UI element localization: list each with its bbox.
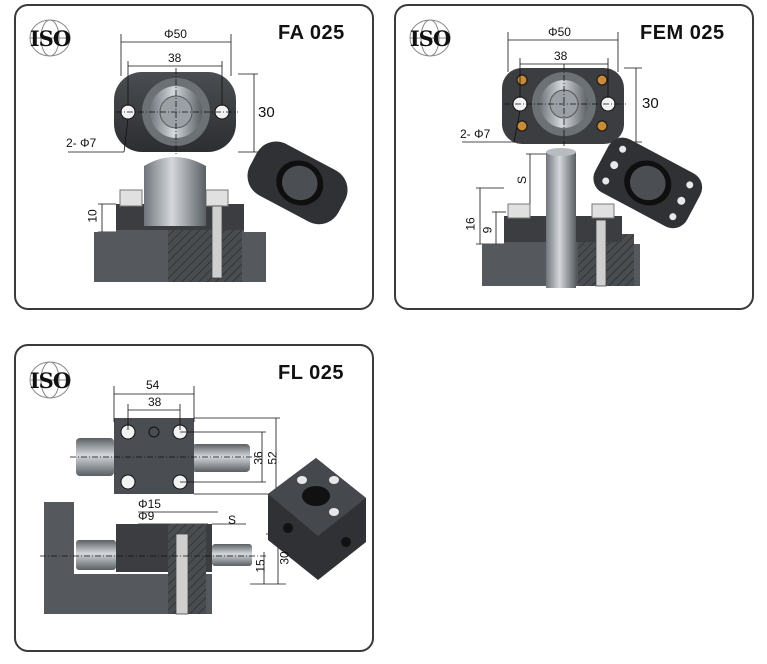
fa025-base-section xyxy=(94,157,266,282)
fem025-drawing xyxy=(462,32,703,288)
fa025-flange-3d xyxy=(247,141,348,225)
iso-globe-icon xyxy=(29,19,71,57)
fl025-flange-3d xyxy=(268,458,366,580)
fl025-drawing xyxy=(40,386,366,615)
dim-outer-diameter: Φ50 xyxy=(548,25,571,39)
dim-9: 9 xyxy=(480,226,495,234)
fa025-drawing xyxy=(68,34,348,282)
panel-fa025: ISO FA 025 Φ50 38 30 2- Φ7 10 xyxy=(14,4,374,310)
fem025-dimension-lines xyxy=(462,32,642,245)
iso-globe-icon xyxy=(29,361,71,399)
dim-hole-spacing: 38 xyxy=(168,51,182,65)
iso-logo: ISO xyxy=(26,360,74,400)
iso-logo-text: ISO xyxy=(409,26,451,51)
dim-stroke: S xyxy=(228,513,237,527)
fa025-flange-top-view xyxy=(114,68,238,156)
dim-height-outer: 52 xyxy=(265,451,280,465)
dim-bore-outer: Φ15 xyxy=(138,497,161,511)
panel-fem025: ISO FEM 025 Φ50 38 30 2- Φ7 S 16 9 xyxy=(394,4,754,310)
dim-height-inner: 36 xyxy=(251,451,266,465)
iso-logo-text: ISO xyxy=(29,26,71,51)
dim-height: 30 xyxy=(258,104,275,121)
dim-depth: 30 xyxy=(277,551,292,565)
iso-logo: ISO xyxy=(406,18,454,58)
fl025-flange-top-view xyxy=(70,418,260,494)
dim-16: 16 xyxy=(463,217,478,231)
dim-holes: 2- Φ7 xyxy=(66,136,97,150)
iso-logo-text: ISO xyxy=(29,368,71,393)
panel-title: FEM 025 xyxy=(640,22,725,44)
fem025-base-section xyxy=(482,148,640,288)
panel-fl025: ISO FL 025 54 38 36 52 Φ15 Φ9 S 30 15 xyxy=(14,344,374,652)
panel-title: FL 025 xyxy=(278,362,344,384)
dim-hole-spacing: 38 xyxy=(554,49,568,63)
dim-width-inner: 38 xyxy=(148,395,162,409)
dim-thickness: 10 xyxy=(85,209,100,223)
panel-title: FA 025 xyxy=(278,22,345,44)
dim-offset: 15 xyxy=(253,559,268,573)
dim-stroke: S xyxy=(515,175,530,185)
dim-holes: 2- Φ7 xyxy=(460,127,491,141)
fem025-flange-3d xyxy=(593,137,703,229)
iso-globe-icon xyxy=(409,19,451,57)
iso-logo: ISO xyxy=(26,18,74,58)
fem025-flange-top-view xyxy=(502,64,626,146)
dim-height: 30 xyxy=(642,95,659,112)
fl025-dimension-lines xyxy=(113,386,286,585)
dim-bore-inner: Φ9 xyxy=(138,509,155,523)
fl025-base-section xyxy=(40,502,266,615)
dim-outer-diameter: Φ50 xyxy=(164,27,187,41)
dim-width-outer: 54 xyxy=(146,378,160,392)
